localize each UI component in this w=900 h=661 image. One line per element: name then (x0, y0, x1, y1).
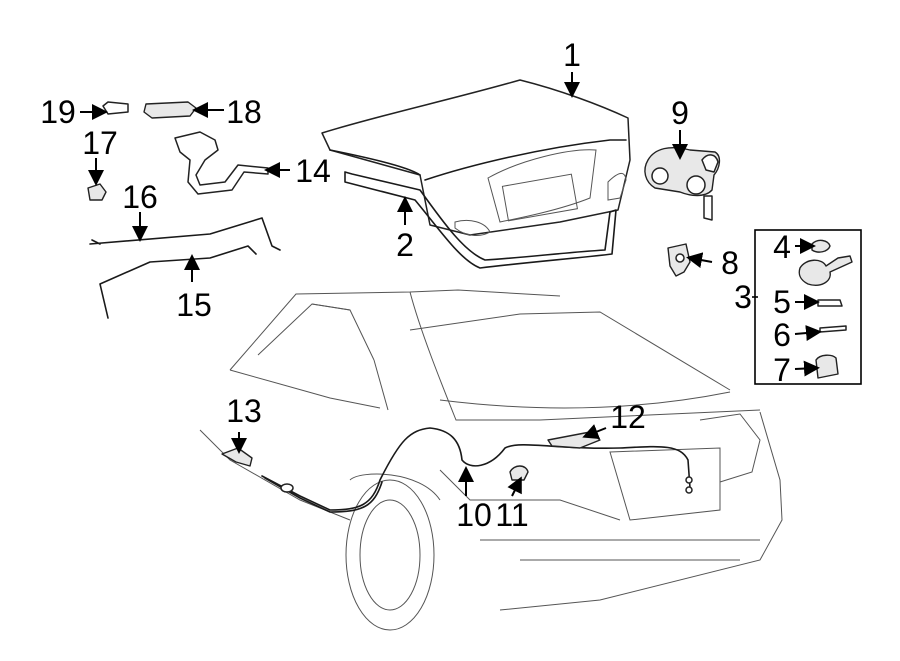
callout-10: 10 (456, 497, 492, 533)
callout-7: 7 (773, 352, 791, 388)
car-body (199, 289, 783, 631)
clip (87, 183, 107, 201)
callout-14: 14 (295, 153, 331, 189)
callout-5: 5 (773, 284, 791, 320)
callout-11: 11 (495, 497, 528, 533)
callout-17: 17 (82, 125, 118, 161)
callout-1: 1 (563, 37, 581, 73)
callout-4: 4 (773, 229, 791, 265)
weatherstrip (344, 171, 617, 269)
callout-12: 12 (610, 399, 646, 435)
callout-15: 15 (176, 287, 212, 323)
latch (667, 243, 691, 277)
callout-9: 9 (671, 95, 689, 131)
leader-lines (80, 72, 822, 497)
hinge (174, 131, 269, 195)
bracket-and-bolt (102, 101, 197, 119)
callout-labels: 1 2 3 4 5 6 7 8 9 10 11 12 13 14 15 16 1… (40, 37, 791, 533)
callout-19: 19 (40, 94, 76, 130)
callout-8: 8 (721, 245, 739, 281)
trunk-opener-motor (509, 465, 529, 481)
callout-18: 18 (226, 94, 262, 130)
callout-16: 16 (122, 179, 158, 215)
callout-3: 3 (734, 279, 752, 315)
callout-6: 6 (773, 317, 791, 353)
torsion-rods (89, 217, 281, 319)
callout-13: 13 (226, 393, 262, 429)
parts-box-3 (752, 229, 862, 385)
release-cable (261, 427, 693, 513)
lock-cylinder (644, 147, 721, 221)
callout-2: 2 (396, 227, 414, 263)
trunk-lid (321, 79, 631, 236)
cable-clip (221, 447, 253, 467)
